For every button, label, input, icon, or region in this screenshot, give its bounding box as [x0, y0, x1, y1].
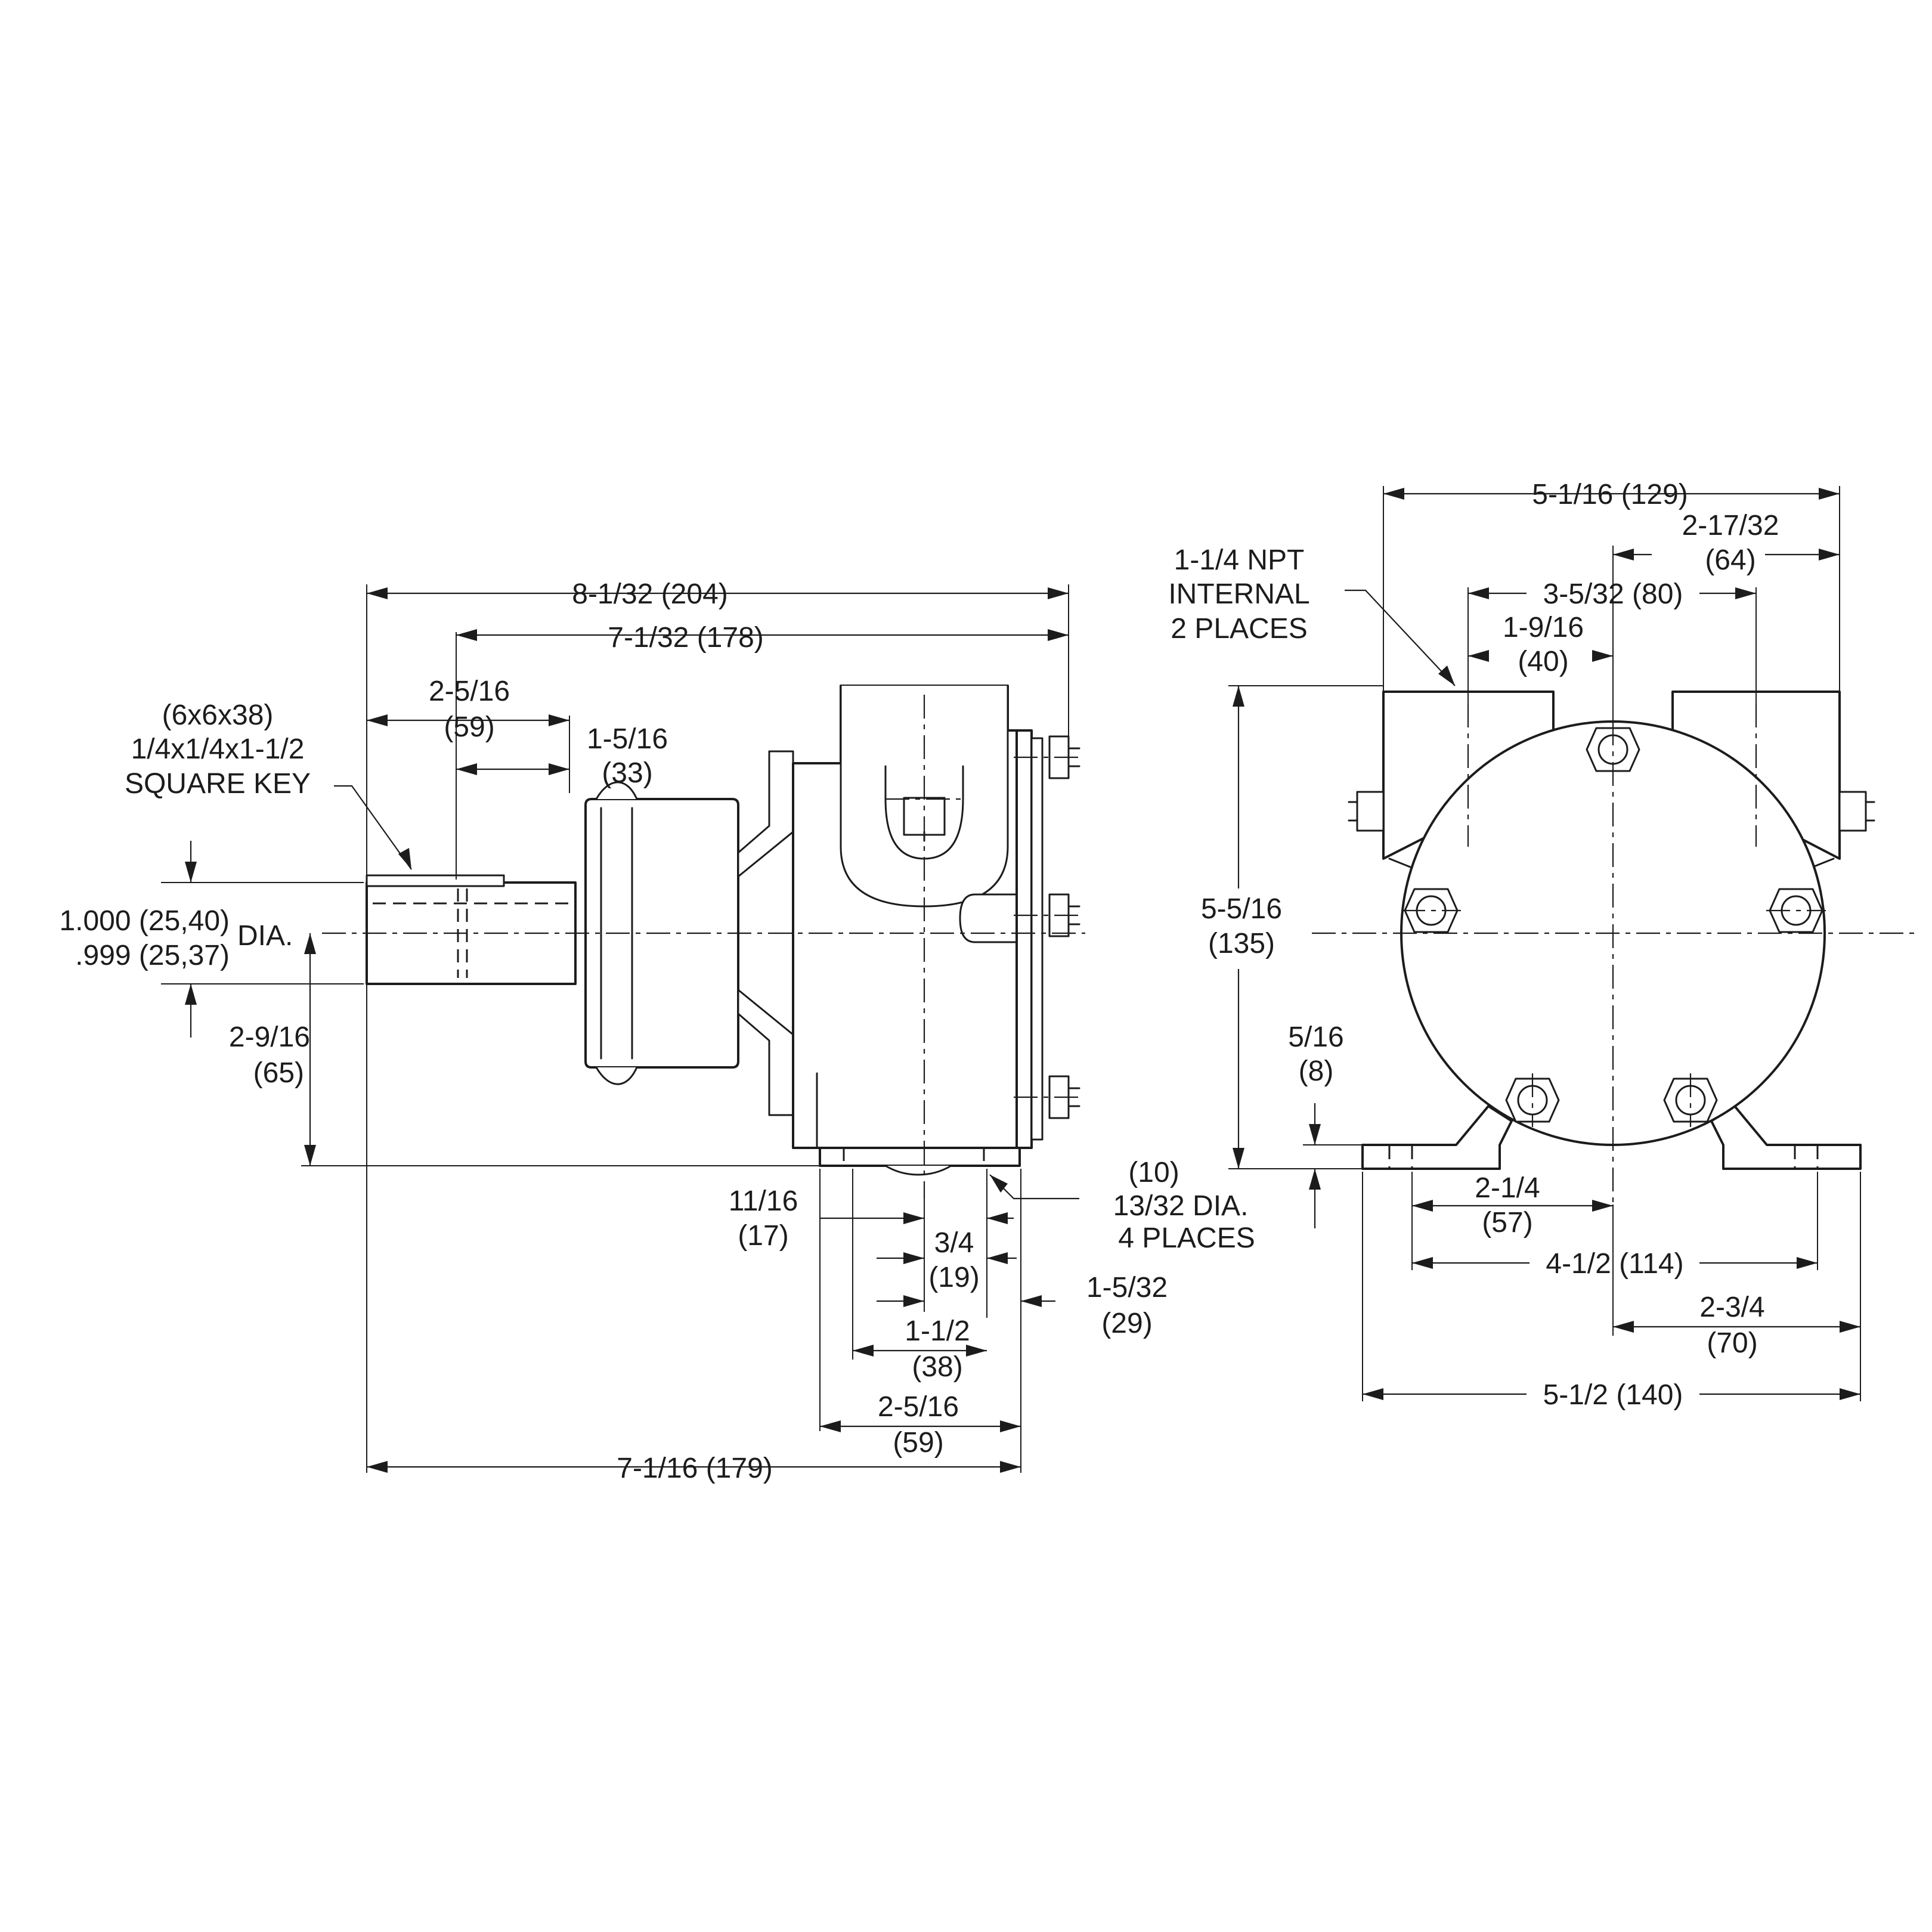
center-to-edge-inch-label: 2-3/4 [1699, 1292, 1764, 1323]
port-note-line-3: 2 PLACES [1171, 613, 1307, 645]
key-name-label: SQUARE KEY [125, 768, 311, 800]
hole-to-center-inch-label: 2-1/4 [1475, 1172, 1540, 1204]
foot-length-mm-label: (59) [893, 1427, 943, 1459]
shaft-to-bearing-mm-label: (33) [602, 757, 652, 789]
foot-length-inch-label: 2-5/16 [878, 1391, 959, 1423]
port-note-line-1: 1-1/4 NPT [1174, 544, 1305, 576]
hole-diameter-label: 13/32 DIA. [1113, 1190, 1249, 1222]
port-note-line-2: INTERNAL [1168, 578, 1309, 610]
key-metric-label: (6x6x38) [162, 699, 274, 731]
foot-offset-inch-label: 11/16 [729, 1185, 798, 1217]
side-view: 8-1/32 (204) 7-1/32 (178) 2-5/16 (59) 1-… [59, 578, 1255, 1484]
base-foot-left [1361, 1105, 1513, 1170]
length-to-flange-label: 7-1/32 (178) [608, 622, 764, 654]
foot-to-end-mm-label: (29) [1101, 1308, 1152, 1339]
foot-thickness-inch-label: 5/16 [1288, 1021, 1343, 1053]
shaft-height-inch-label: 2-9/16 [229, 1021, 310, 1053]
shaft-to-bearing-inch-label: 1-5/16 [587, 723, 668, 755]
port-offset-inch-label: 2-17/32 [1682, 510, 1779, 541]
base-width-label: 5-1/2 (140) [1543, 1379, 1683, 1411]
key-imperial-label: 1/4x1/4x1-1/2 [131, 733, 305, 765]
pump-body [792, 685, 1018, 1149]
foot-to-end-inch-label: 1-5/32 [1086, 1272, 1168, 1304]
hole-spacing-a-inch-label: 3/4 [934, 1227, 974, 1259]
port-to-center-mm-label: (40) [1518, 646, 1568, 677]
hole-spacing-a-mm-label: (19) [928, 1262, 979, 1293]
port-offset-mm-label: (64) [1705, 544, 1755, 576]
diameter-suffix-label: DIA. [237, 920, 293, 952]
port-centers-label: 3-5/32 (80) [1543, 578, 1683, 610]
base-foot-right [1710, 1105, 1862, 1170]
hole-spacing-b-inch-label: 1-1/2 [905, 1315, 970, 1347]
foot-offset-mm-label: (17) [738, 1220, 788, 1252]
shaft-diameter-min-label: .999 (25,37) [75, 940, 230, 971]
mounting-foot [819, 1147, 1021, 1176]
shaft-height-mm-label: (65) [253, 1057, 304, 1089]
overall-height-inch-label: 5-5/16 [1201, 893, 1282, 925]
end-view: 5-1/16 (129) 2-17/32 (64) 3-5/32 (80) 1-… [1168, 479, 1914, 1411]
port-to-center-inch-label: 1-9/16 [1503, 612, 1584, 643]
foot-thickness-mm-label: (8) [1299, 1055, 1334, 1087]
port-span-label: 5-1/16 (129) [1532, 479, 1688, 510]
overall-length-label: 8-1/32 (204) [572, 578, 728, 610]
center-to-edge-mm-label: (70) [1707, 1327, 1757, 1359]
cover-plate [1015, 729, 1080, 1149]
hole-to-center-mm-label: (57) [1482, 1207, 1532, 1239]
hole-spacing-b-mm-label: (38) [912, 1351, 962, 1383]
shaft-to-foot-end-label: 7-1/16 (179) [617, 1453, 773, 1484]
overall-height-mm-label: (135) [1208, 928, 1275, 959]
hole-places-label: 4 PLACES [1118, 1222, 1255, 1254]
shaft-length-mm-label: (59) [444, 711, 494, 743]
hole-centers-label: 4-1/2 (114) [1546, 1248, 1683, 1280]
shaft-length-inch-label: 2-5/16 [429, 676, 510, 707]
shaft [366, 874, 577, 985]
hole-mm-label: (10) [1128, 1157, 1179, 1188]
shaft-diameter-max-label: 1.000 (25,40) [59, 905, 230, 937]
